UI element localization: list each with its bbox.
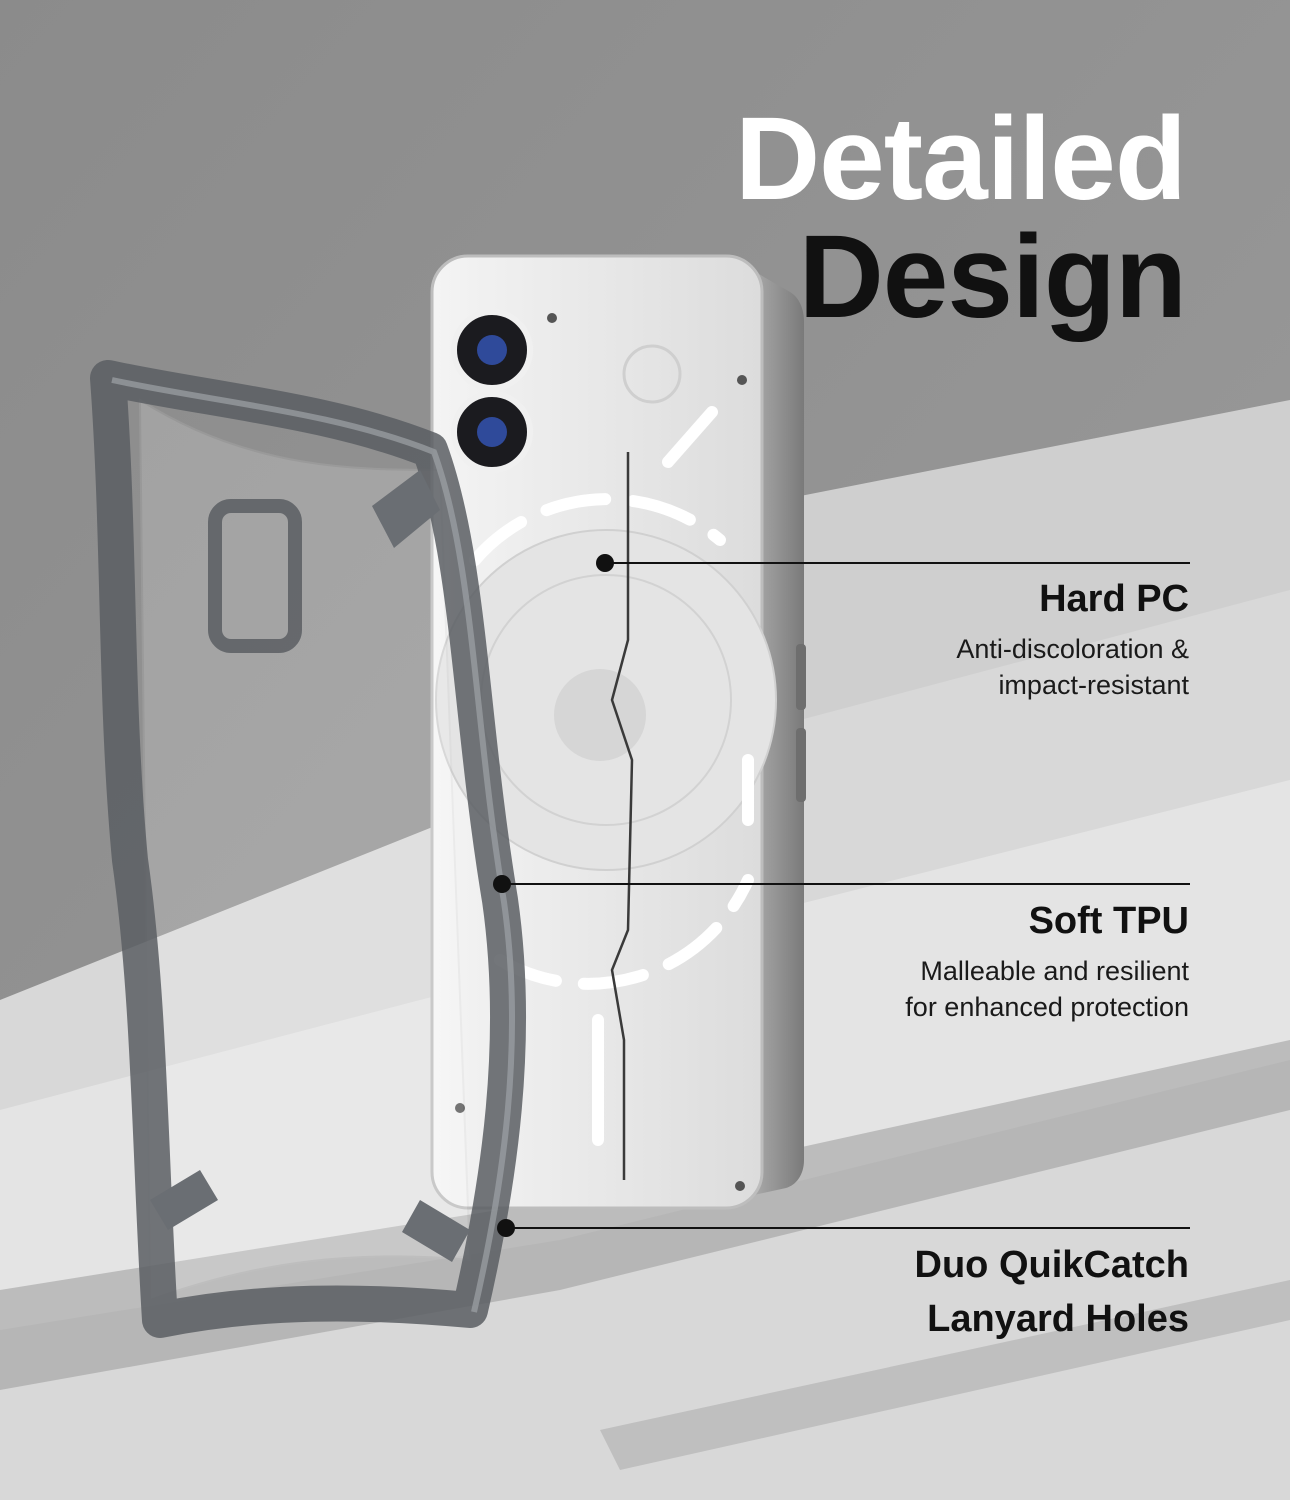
- callout-dot-hard-pc: [596, 554, 614, 572]
- flash-ring: [622, 344, 682, 404]
- camera-lens-inner: [477, 335, 507, 365]
- side-button-upper: [796, 644, 806, 710]
- internal-wire: [610, 452, 634, 1180]
- callout-dot-soft-tpu: [493, 875, 511, 893]
- title-line-1: Detailed: [734, 93, 1187, 225]
- callout-dot-lanyard: [497, 1219, 515, 1237]
- callout-lanyard-heading-1: Duo QuikCatch: [914, 1244, 1189, 1286]
- side-button-lower: [796, 728, 806, 802]
- callout-hard-pc-heading: Hard PC: [1039, 578, 1189, 620]
- callout-lanyard-heading-2: Lanyard Holes: [927, 1298, 1189, 1340]
- case-corner-bottom-right: [402, 1200, 470, 1262]
- light-beam-upper: [780, 400, 1290, 720]
- case: [90, 360, 527, 1338]
- led-strip-icon: [469, 493, 726, 566]
- callout-soft-tpu-desc-2: for enhanced protection: [905, 992, 1189, 1022]
- case-bumper-frame: [90, 360, 527, 1338]
- callout-soft-tpu-heading: Soft TPU: [1028, 900, 1189, 942]
- screw-icon-4: [735, 1181, 745, 1191]
- callout-hard-pc-desc-2: impact-resistant: [998, 670, 1189, 700]
- screw-icon: [547, 313, 557, 323]
- led-strip-icon-top: [662, 406, 718, 468]
- callout-soft-tpu-desc-1: Malleable and resilient: [920, 956, 1189, 986]
- screw-icon-3: [455, 1103, 465, 1113]
- case-camera-cutout: [208, 499, 302, 653]
- shadow-band-2: [600, 1280, 1290, 1470]
- camera-lens-inner-2: [477, 417, 507, 447]
- case-corner-bottom-left: [150, 1170, 218, 1230]
- wireless-coil-center: [554, 669, 646, 761]
- callout-hard-pc-desc-1: Anti-discoloration &: [956, 634, 1189, 664]
- title-line-2: Design: [798, 211, 1187, 343]
- case-corner-top-right: [372, 470, 440, 548]
- case-clear-back: [138, 398, 472, 1302]
- led-strip-icon-lower: [494, 874, 754, 990]
- case-bumper-highlight: [111, 377, 516, 1313]
- screw-icon-2: [737, 375, 747, 385]
